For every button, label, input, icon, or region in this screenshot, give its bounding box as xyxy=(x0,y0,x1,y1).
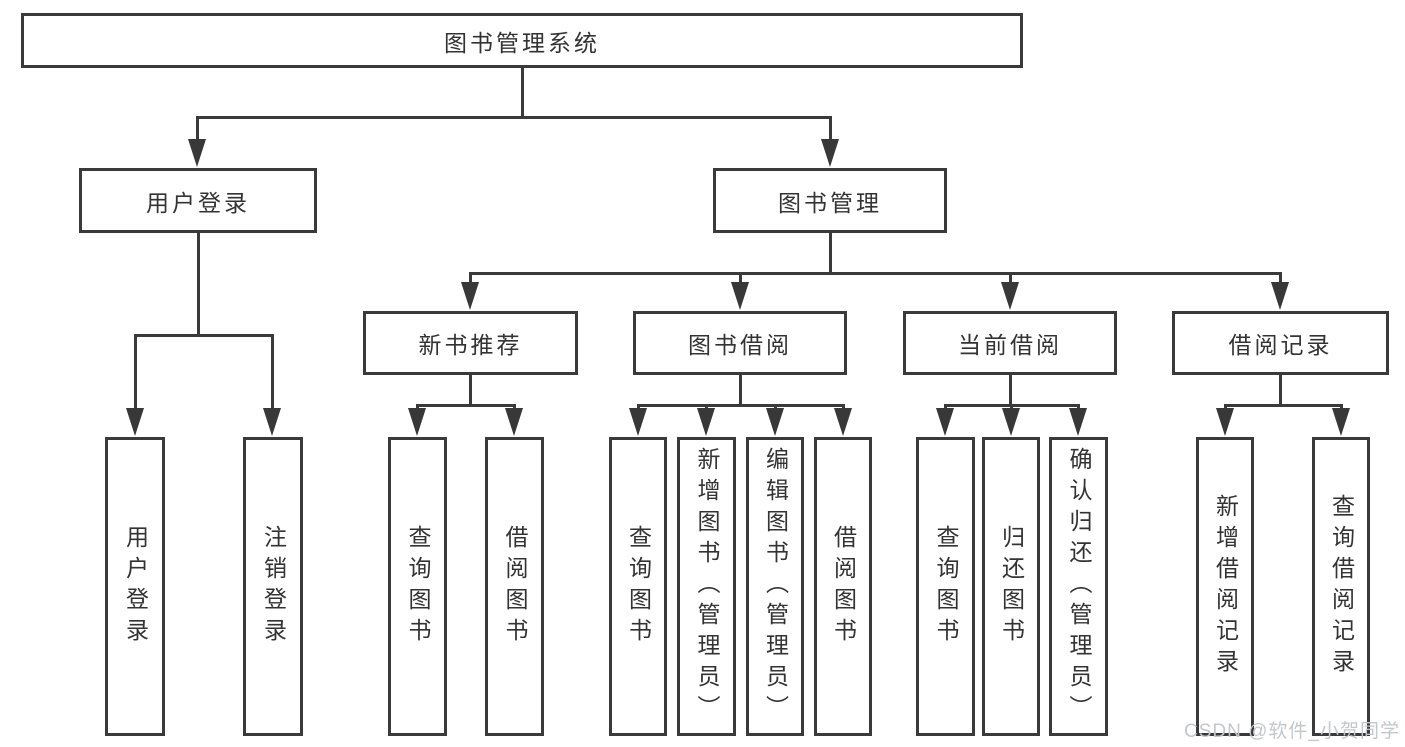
connector-line xyxy=(271,334,274,410)
connector-line xyxy=(1224,404,1343,407)
connector-line xyxy=(1009,375,1012,405)
arrow-down-icon xyxy=(461,282,479,310)
connector-line xyxy=(1279,375,1282,405)
connector-line xyxy=(739,272,742,284)
leaf-add-book-admin: 新增图书（管理员） xyxy=(677,437,736,736)
leaf-query-books-current: 查询图书 xyxy=(916,437,975,736)
node-book-borrowing: 图书借阅 xyxy=(633,311,847,375)
connector-line xyxy=(469,375,472,405)
connector-line xyxy=(1009,272,1012,284)
arrow-down-icon xyxy=(126,408,144,436)
node-new-book-recommend: 新书推荐 xyxy=(363,311,578,375)
leaf-borrow-books-borrowing: 借阅图书 xyxy=(814,437,872,736)
connector-line xyxy=(197,233,200,335)
leaf-borrow-books-recommend: 借阅图书 xyxy=(485,437,544,736)
leaf-query-books-borrowing: 查询图书 xyxy=(609,437,667,736)
leaf-add-borrow-record: 新增借阅记录 xyxy=(1196,437,1254,736)
arrow-down-icon xyxy=(936,408,954,436)
leaf-edit-book-admin: 编辑图书（管理员） xyxy=(746,437,804,736)
csdn-watermark: CSDN @软件_小贺同学 xyxy=(1184,721,1400,742)
arrow-down-icon xyxy=(1216,408,1234,436)
arrow-down-icon xyxy=(834,408,852,436)
connector-line xyxy=(196,116,832,119)
connector-line xyxy=(1279,272,1282,284)
node-current-borrowing: 当前借阅 xyxy=(903,311,1117,375)
connector-line xyxy=(739,375,742,405)
arrow-down-icon xyxy=(505,408,523,436)
arrow-down-icon xyxy=(1069,408,1087,436)
arrow-down-icon xyxy=(1332,408,1350,436)
connector-line xyxy=(134,334,137,410)
node-book-management: 图书管理 xyxy=(713,168,947,233)
arrow-down-icon xyxy=(263,408,281,436)
leaf-logout: 注销登录 xyxy=(243,437,303,736)
connector-line xyxy=(829,116,832,142)
connector-line xyxy=(196,116,199,142)
arrow-down-icon xyxy=(821,139,839,167)
leaf-user-login: 用户登录 xyxy=(105,437,165,736)
connector-line xyxy=(637,404,845,407)
arrow-down-icon xyxy=(629,408,647,436)
leaf-query-borrow-record: 查询借阅记录 xyxy=(1312,437,1370,736)
connector-line xyxy=(469,272,1282,275)
node-user-login: 用户登录 xyxy=(79,168,317,233)
arrow-down-icon xyxy=(188,139,206,167)
connector-line xyxy=(829,233,832,274)
leaf-query-books-recommend: 查询图书 xyxy=(388,437,447,736)
arrow-down-icon xyxy=(408,408,426,436)
arrow-down-icon xyxy=(1002,408,1020,436)
node-root-system: 图书管理系统 xyxy=(21,13,1023,68)
arrow-down-icon xyxy=(766,408,784,436)
leaf-return-book: 归还图书 xyxy=(982,437,1040,736)
arrow-down-icon xyxy=(1271,282,1289,310)
arrow-down-icon xyxy=(1001,282,1019,310)
connector-line xyxy=(134,334,274,337)
node-borrowing-records: 借阅记录 xyxy=(1172,311,1389,375)
connector-line xyxy=(521,68,524,117)
connector-line xyxy=(469,272,472,284)
arrow-down-icon xyxy=(697,408,715,436)
arrow-down-icon xyxy=(731,282,749,310)
connector-line xyxy=(416,404,516,407)
leaf-confirm-return-admin: 确认归还（管理员） xyxy=(1049,437,1108,736)
